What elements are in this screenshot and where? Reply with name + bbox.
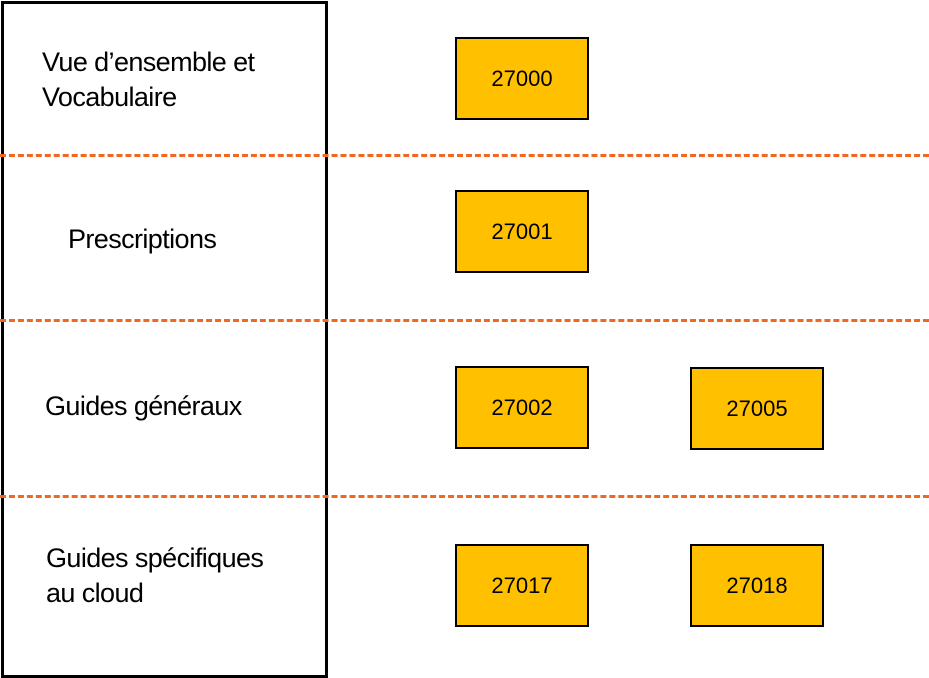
row-label-overview-line1: Vue d’ensemble et (42, 47, 255, 77)
standard-box-27000: 27000 (455, 37, 589, 120)
standard-box-27005: 27005 (690, 367, 824, 450)
standard-box-27001: 27001 (455, 190, 589, 273)
row-label-cloud-guides-line1: Guides spécifiques (46, 543, 264, 573)
standard-box-27017: 27017 (455, 544, 589, 627)
row-label-overview-line2: Vocabulaire (42, 82, 177, 112)
row-label-cloud-guides: Guides spécifiques au cloud (46, 541, 264, 611)
row-label-cloud-guides-line2: au cloud (46, 578, 144, 608)
row-label-requirements: Prescriptions (68, 224, 217, 254)
row-label-overview: Vue d’ensemble et Vocabulaire (42, 45, 255, 115)
standard-box-27002: 27002 (455, 366, 589, 449)
category-column (1, 1, 328, 678)
standard-box-27018: 27018 (690, 544, 824, 627)
row-separator (0, 319, 929, 322)
row-separator (0, 154, 929, 157)
row-label-general-guides: Guides généraux (45, 391, 242, 421)
row-separator (0, 495, 929, 498)
